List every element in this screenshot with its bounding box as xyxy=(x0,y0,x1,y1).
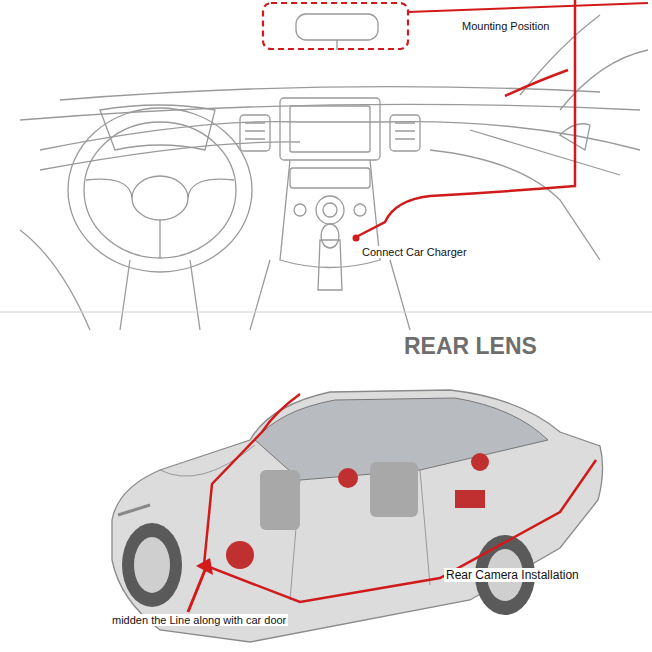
routing-note: midden the Line along with car door xyxy=(110,614,288,626)
charger-label: Connect Car Charger xyxy=(360,246,469,258)
power-wire xyxy=(358,0,575,236)
mount-label: Mounting Position xyxy=(460,20,551,32)
camera-label: Rear Camera Installation xyxy=(444,568,581,582)
car-illustration xyxy=(112,390,603,642)
mount-leader xyxy=(408,3,648,12)
callout-arrowhead xyxy=(196,558,213,575)
divider xyxy=(0,312,652,313)
mounting-box xyxy=(263,3,408,49)
charger-dot xyxy=(353,235,360,242)
interior-drawing xyxy=(20,14,648,330)
wire-segment xyxy=(505,70,568,96)
section-heading: REAR LENS xyxy=(404,333,537,360)
callout-arrow xyxy=(188,570,205,612)
rear-wire xyxy=(204,394,596,602)
